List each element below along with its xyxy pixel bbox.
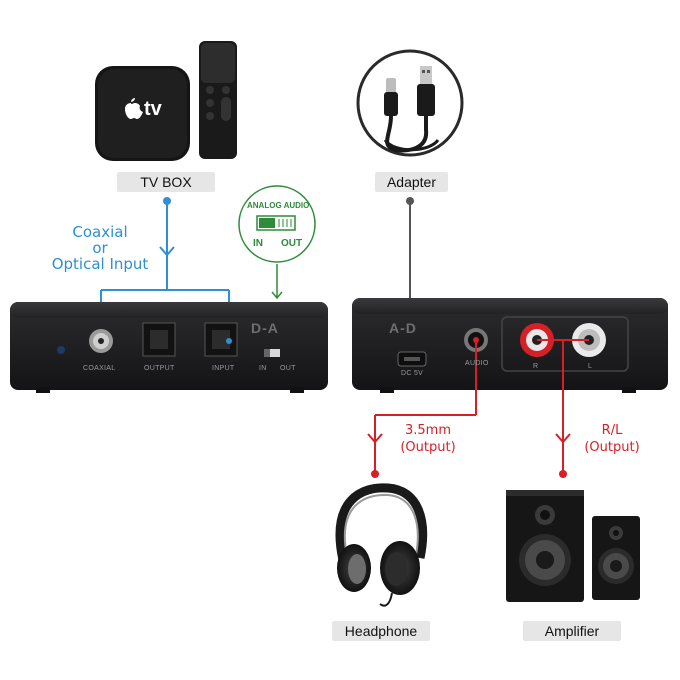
headphone-label: Headphone <box>332 621 430 641</box>
headphone-output-line2: (Output) <box>400 440 456 455</box>
red-dot-right <box>559 470 567 478</box>
port-label-r: R <box>533 363 539 370</box>
analog-audio-badge <box>238 185 316 263</box>
port-label-coaxial: COAXIAL <box>83 365 116 372</box>
left-device-brand: D-A <box>251 320 279 336</box>
analog-audio-title: ANALOG AUDIO <box>247 201 310 210</box>
red-output-lines <box>374 339 589 474</box>
input-note-line1: Coaxial <box>72 223 128 241</box>
apple-tv-logo-text: tv <box>144 98 162 120</box>
green-arrow <box>271 264 283 300</box>
port-label-audio: AUDIO <box>465 360 489 367</box>
blue-arrow <box>159 246 175 257</box>
amp-output-line1: R/L <box>601 423 623 438</box>
input-note-line2: or <box>92 239 108 257</box>
red-dot-left <box>371 470 379 478</box>
speakers-icon <box>506 490 640 602</box>
input-note-line3: Optical Input <box>51 255 149 273</box>
usb-cable-icon <box>356 49 464 157</box>
switch-in-label: IN <box>253 238 263 249</box>
blue-dot <box>163 197 171 205</box>
right-device-brand: A-D <box>389 320 417 336</box>
dac-device-left <box>10 302 328 393</box>
adapter-label: Adapter <box>375 172 448 192</box>
headphone-icon <box>335 483 428 607</box>
input-note: Coaxial or Optical Input <box>45 224 155 272</box>
amplifier-label: Amplifier <box>523 621 621 641</box>
port-label-out: OUT <box>280 365 296 372</box>
headphone-output-note: 3.5mm (Output) <box>388 422 468 456</box>
adc-device-right <box>352 298 668 393</box>
amp-output-line2: (Output) <box>584 440 640 455</box>
tv-box-label: TV BOX <box>117 172 215 192</box>
amp-output-note: R/L (Output) <box>572 422 652 456</box>
port-label-output: OUTPUT <box>144 365 175 372</box>
port-label-input: INPUT <box>212 365 235 372</box>
headphone-output-line1: 3.5mm <box>404 423 451 438</box>
remote-control-icon <box>199 41 237 159</box>
port-label-in: IN <box>259 365 267 372</box>
red-arrow-left <box>367 433 383 444</box>
red-arrow-right <box>555 433 571 444</box>
switch-out-label: OUT <box>281 238 303 249</box>
port-label-dc: DC 5V <box>401 370 424 377</box>
port-label-l: L <box>588 363 593 370</box>
apple-tv-box-icon <box>95 66 190 161</box>
